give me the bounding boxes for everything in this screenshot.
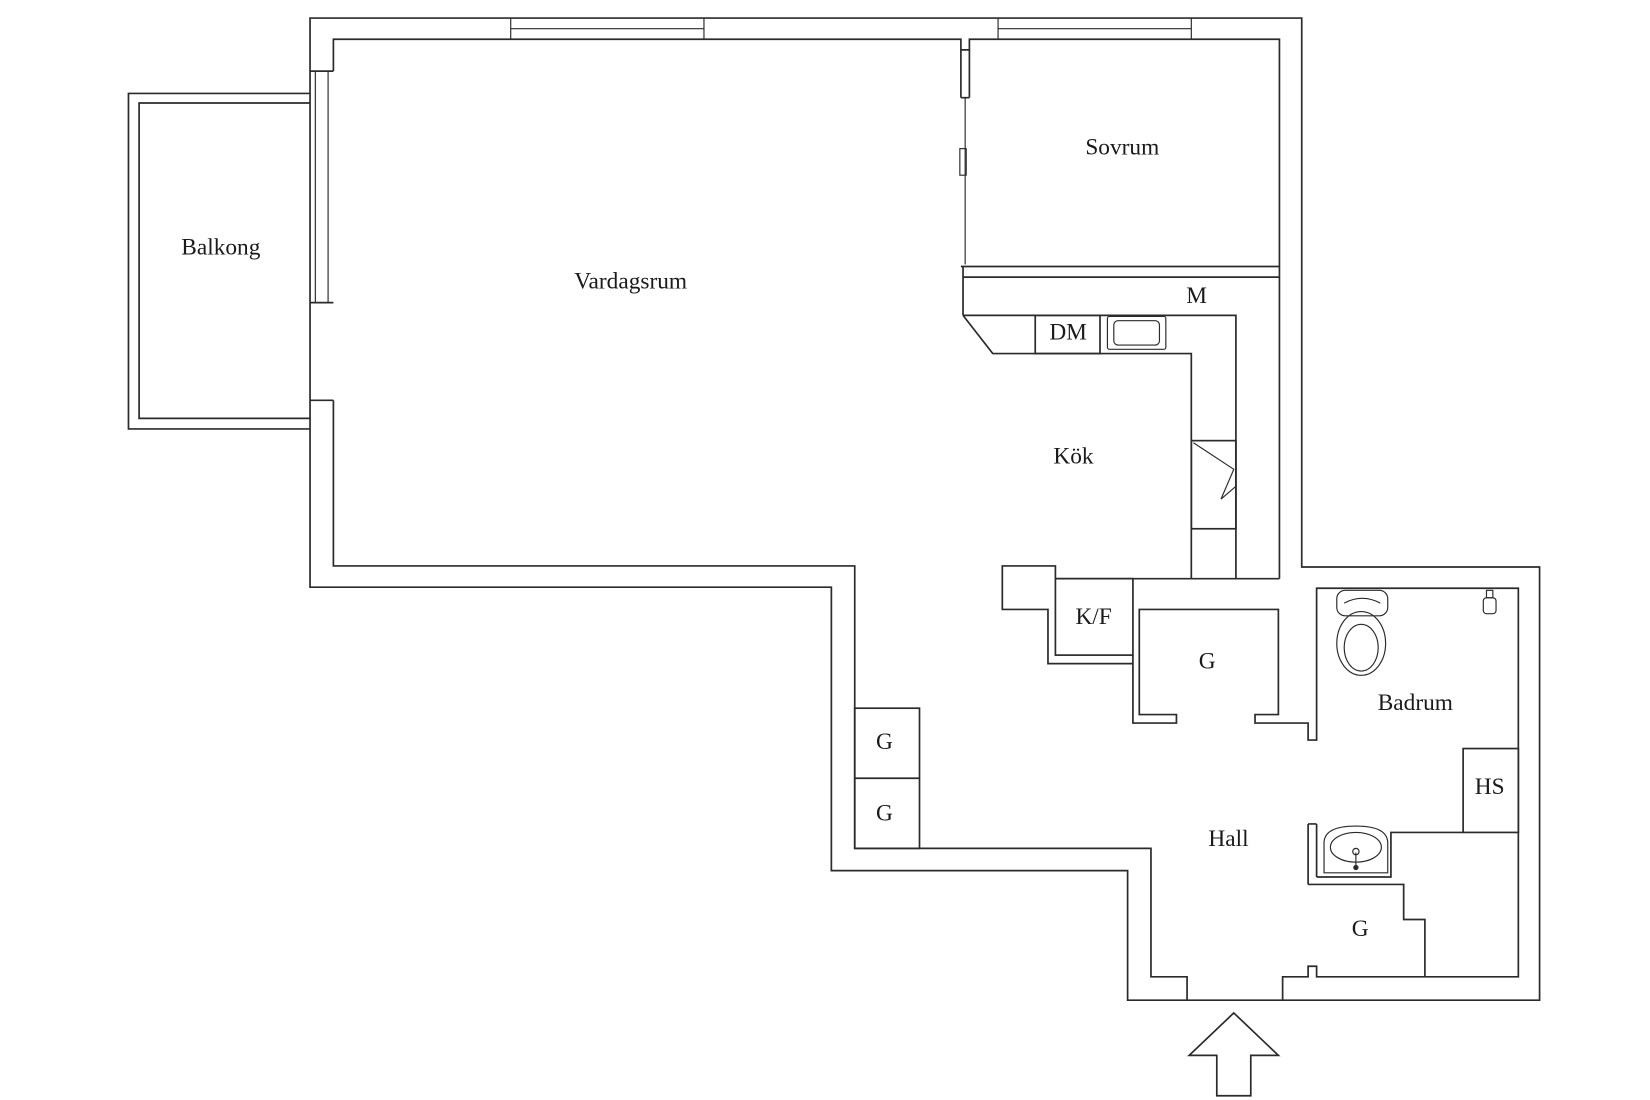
- exterior-wall-outer: [309, 17, 1541, 1002]
- label-bedroom: Sovrum: [1085, 135, 1159, 161]
- washbasin-icon: [1323, 825, 1389, 874]
- window-top-left: [510, 18, 705, 40]
- kitchen-sink-icon: [1106, 315, 1167, 350]
- closet-bottom-walls: [1308, 883, 1426, 977]
- label-balcony: Balkong: [181, 234, 260, 260]
- arrow-up-icon: [1187, 1011, 1281, 1097]
- label-closet: G: [1352, 916, 1369, 942]
- bedroom-partition: [959, 49, 1280, 268]
- kitchen-counters: [962, 266, 1280, 580]
- exterior-walls: [309, 17, 1541, 1002]
- water-heater-box: [1462, 747, 1520, 834]
- window-top-right: [997, 18, 1192, 40]
- upper-cabinets: [962, 266, 1280, 579]
- bedroom-wall: [960, 49, 1280, 268]
- label-closet: G: [876, 800, 893, 826]
- room-labels: Balkong Vardagsrum Sovrum Kök Badrum Hal…: [181, 135, 1453, 852]
- balcony-walls: [127, 92, 311, 430]
- label-living-room: Vardagsrum: [574, 268, 687, 294]
- lower-counter: [962, 314, 1280, 580]
- washbasin-partition: [1307, 823, 1464, 885]
- label-kf: K/F: [1075, 604, 1111, 630]
- label-hall: Hall: [1208, 826, 1249, 852]
- fridge-freezer-box: [1054, 577, 1134, 656]
- window-left: [314, 71, 329, 303]
- label-closet: G: [876, 729, 893, 755]
- label-kitchen: Kök: [1053, 444, 1094, 470]
- exterior-wall-inner: [332, 38, 1281, 1001]
- label-dm: DM: [1049, 319, 1087, 345]
- label-hs: HS: [1475, 774, 1505, 800]
- label-closet: G: [1199, 648, 1216, 674]
- balcony-outline: [127, 92, 311, 430]
- interior-walls: [853, 565, 1520, 1001]
- closet-labels: G G G G: [876, 648, 1369, 942]
- dishwasher-box: [1034, 314, 1101, 355]
- sliding-door-handle: [959, 148, 967, 176]
- fixture-labels: M DM K/F HS: [1049, 283, 1504, 800]
- windows: [314, 18, 1192, 303]
- toilet-icon: [1336, 589, 1389, 676]
- stove-icon: [1190, 439, 1237, 530]
- label-bathroom: Badrum: [1378, 690, 1453, 716]
- balcony-door-jambs: [310, 70, 334, 402]
- hall-bathroom-walls: [1001, 565, 1520, 1001]
- shower-head-icon: [1482, 589, 1497, 615]
- label-m: M: [1186, 283, 1207, 309]
